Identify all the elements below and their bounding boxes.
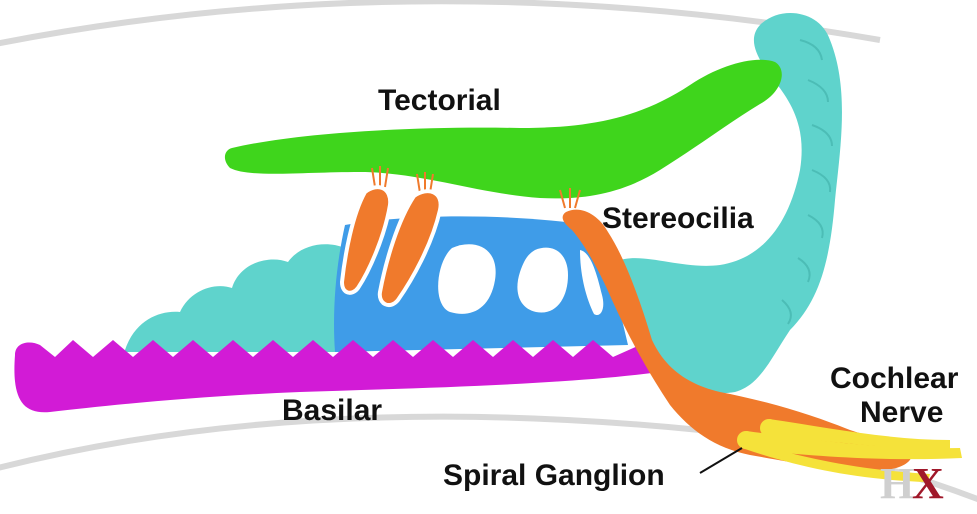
hair-cell-2 [377,189,443,308]
label-cochlear: Cochlear [830,362,959,395]
label-tectorial: Tectorial [378,84,501,117]
logo-letter-h: H [880,459,914,508]
label-spiral-ganglion: Spiral Ganglion [443,459,665,492]
tectorial-membrane [224,59,782,199]
hair-cell-1 [339,185,393,295]
label-basilar: Basilar [282,394,382,427]
basilar-membrane [14,340,660,413]
cell-cavity-2 [517,247,568,313]
limbus-ridges [781,39,833,325]
outline-arc-top [0,0,881,47]
cell-cavity-1 [438,244,496,314]
label-stereocilia: Stereocilia [602,202,754,235]
supporting-tissue [125,244,345,352]
logo-letter-x: X [912,459,944,508]
spiral-ganglion-fibers [737,419,962,482]
spiral-ganglion-pointer [699,447,743,474]
cell-cavity-3 [580,250,604,316]
label-nerve: Nerve [860,396,943,429]
hx-logo: H X [880,459,944,508]
spiral-limbus [615,13,842,394]
